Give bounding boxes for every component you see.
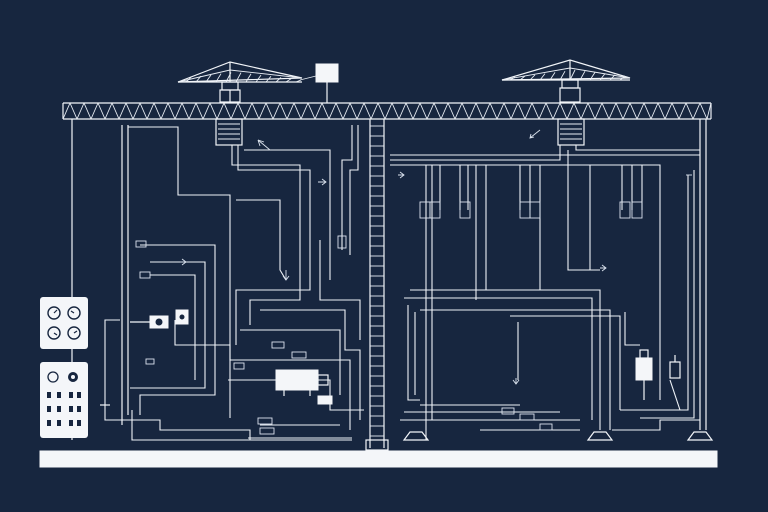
instrument-cluster-icon bbox=[635, 349, 681, 400]
control-panel-icon bbox=[40, 362, 88, 438]
spring-hanger-left bbox=[215, 118, 243, 146]
tower-crane-icon bbox=[177, 61, 303, 103]
frame-right bbox=[699, 119, 707, 430]
gauge-icon bbox=[47, 306, 81, 340]
valve-icon bbox=[135, 201, 643, 435]
control-panel-icon bbox=[40, 297, 88, 349]
ground-slab bbox=[39, 450, 718, 468]
pipe-runs-left bbox=[104, 125, 364, 441]
junction-box-icon bbox=[299, 63, 339, 103]
flow-arrows bbox=[180, 129, 692, 385]
pipe-supports bbox=[100, 404, 714, 441]
spring-hanger-right bbox=[557, 118, 585, 146]
pump-icon bbox=[275, 369, 333, 405]
pipe-runs-right bbox=[390, 145, 700, 440]
truss-beam bbox=[62, 102, 712, 120]
flow-meter-icon bbox=[130, 309, 189, 329]
tower-crane-icon bbox=[501, 59, 631, 103]
ladder-icon bbox=[365, 119, 389, 451]
switch-panel-icon bbox=[47, 371, 81, 426]
